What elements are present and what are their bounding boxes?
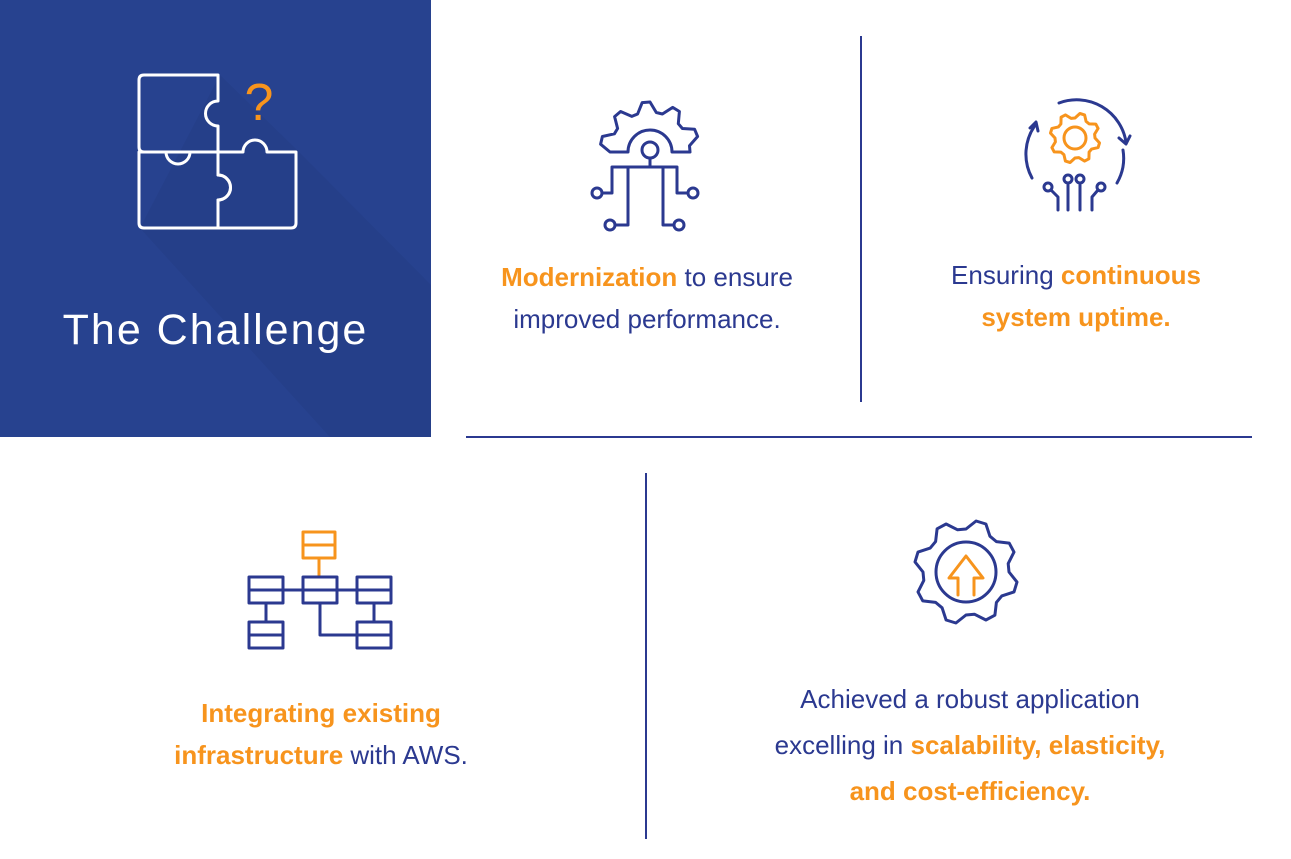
question-mark: ? (245, 74, 274, 132)
gear-upgrade-icon (913, 519, 1019, 625)
panel-title: The Challenge (62, 306, 369, 354)
gear-circuit-icon (590, 100, 700, 232)
divider-horizontal (466, 436, 1252, 438)
highlight-text: and cost-efficiency. (849, 776, 1091, 806)
body-text: with AWS. (343, 740, 468, 770)
item-uptime: Ensuring continuous system uptime. (895, 254, 1257, 338)
highlight-text: Integrating existing (201, 698, 441, 728)
highlight-text: system uptime. (981, 302, 1171, 332)
divider-vertical-top (860, 36, 862, 402)
highlight-text: scalability, elasticity, (910, 730, 1166, 760)
body-text: Ensuring (951, 260, 1061, 290)
item-achievement: Achieved a robust application excelling … (740, 676, 1200, 814)
puzzle-question-icon: ? (137, 73, 298, 230)
item-modernization: Modernization to ensure improved perform… (466, 256, 828, 340)
body-text: to ensure (677, 262, 793, 292)
highlight-text: continuous (1060, 260, 1201, 290)
highlight-text: infrastructure (174, 740, 344, 770)
item-integration: Integrating existing infrastructure with… (140, 692, 502, 776)
body-text: excelling in (774, 730, 911, 760)
body-text: Achieved a robust application (800, 684, 1140, 714)
highlight-text: Modernization (501, 262, 678, 292)
body-text: improved performance. (513, 304, 781, 334)
divider-vertical-bottom (645, 473, 647, 839)
infrastructure-diagram-icon (247, 530, 393, 650)
long-shadow (140, 75, 431, 437)
challenge-panel: ? The Challenge (0, 0, 431, 437)
gear-cycle-icon (1024, 98, 1132, 212)
